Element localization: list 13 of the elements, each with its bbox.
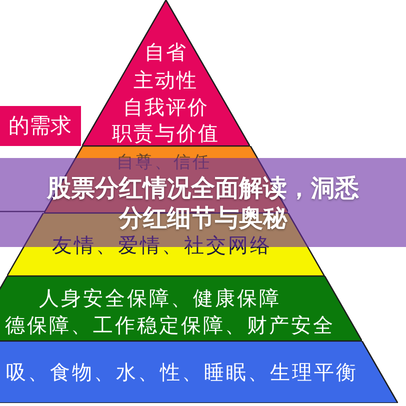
need-label-text: 的需求: [8, 114, 72, 138]
level-text: 自尊、信任: [116, 154, 212, 172]
level-text: 自省: [144, 41, 188, 63]
level-text: 人身安全保障、健康保障: [39, 287, 281, 309]
pyramid-level: [0, 276, 362, 341]
level-text: 自我评价: [122, 96, 209, 118]
level-text: 吸、食物、水、性、睡眠、生理平衡: [6, 361, 358, 383]
level-text: 德保障、工作稳定保障、财产安全: [5, 314, 335, 336]
pyramid-level: [0, 341, 398, 403]
pyramid-level: [82, 0, 250, 146]
level-text: 主动性: [134, 69, 198, 91]
level-text: 职责与价值: [112, 122, 220, 144]
category-label-panel: [0, 106, 81, 146]
